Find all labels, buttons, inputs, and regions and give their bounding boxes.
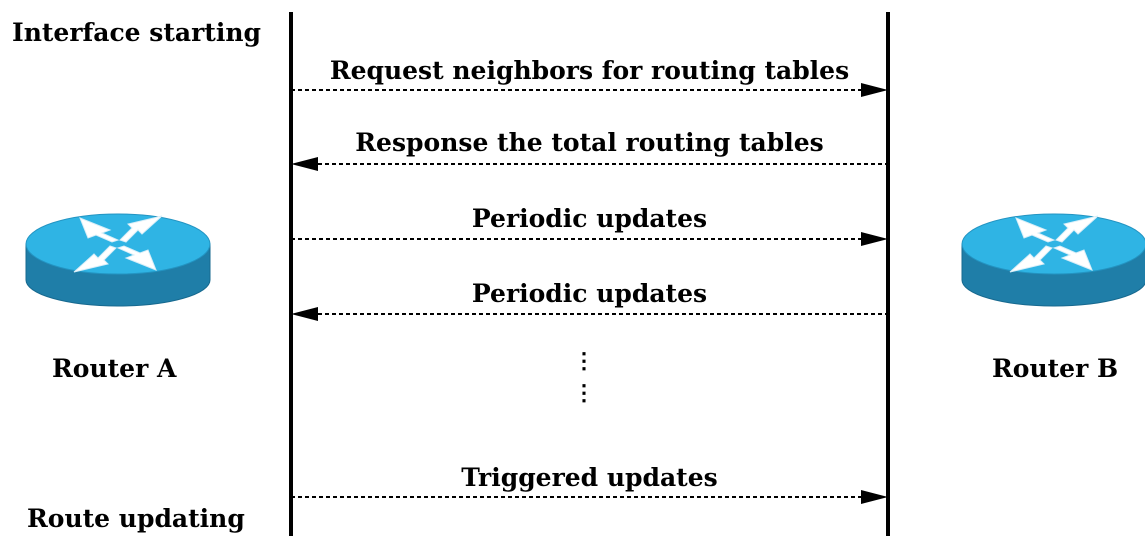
interface-starting-label: Interface starting — [12, 18, 261, 47]
router-a-icon — [22, 200, 214, 312]
router-a-label: Router A — [52, 354, 177, 383]
message-label: Request neighbors for routing tables — [329, 56, 850, 85]
router-b-icon — [958, 200, 1145, 312]
message-arrow-left — [291, 154, 888, 174]
message-arrow-left — [291, 304, 888, 324]
message-label: Periodic updates — [471, 204, 708, 233]
continuation-ellipsis: ⋮ — [573, 348, 595, 374]
continuation-ellipsis: ⋮ — [573, 380, 595, 406]
router-b-label: Router B — [992, 354, 1119, 383]
message-arrow-right — [291, 80, 888, 100]
router-a-lifeline — [289, 12, 293, 536]
route-updating-label: Route updating — [27, 504, 245, 533]
message-label: Triggered updates — [461, 463, 718, 492]
message-label: Periodic updates — [471, 279, 708, 308]
router-b-lifeline — [886, 12, 890, 536]
message-arrow-right — [291, 229, 888, 249]
message-arrow-right — [291, 487, 888, 507]
message-label: Response the total routing tables — [355, 128, 824, 157]
